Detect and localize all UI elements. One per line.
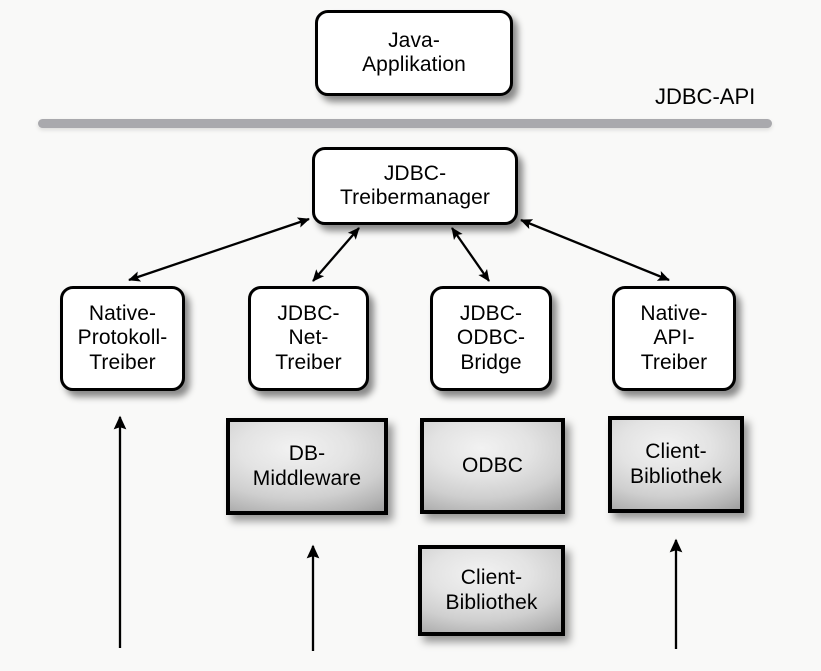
- node-native-protokoll-treiber-label: Native- Protokoll- Treiber: [77, 301, 168, 374]
- node-jdbc-odbc-bridge[interactable]: JDBC- ODBC- Bridge: [430, 286, 552, 391]
- node-jdbc-net-treiber[interactable]: JDBC- Net- Treiber: [248, 286, 369, 391]
- node-native-protokoll-treiber[interactable]: Native- Protokoll- Treiber: [60, 286, 185, 391]
- connector-manager-jdbc-odbc: [451, 227, 490, 282]
- node-jdbc-odbc-bridge-label: JDBC- ODBC- Bridge: [456, 301, 526, 374]
- node-odbc[interactable]: ODBC: [420, 418, 565, 514]
- connector-manager-native-protokoll: [128, 217, 310, 282]
- node-client-bibliothek-middle[interactable]: Client- Bibliothek: [418, 545, 565, 636]
- node-client-bibliothek-right[interactable]: Client- Bibliothek: [608, 416, 744, 513]
- jdbc-api-divider: [38, 119, 772, 128]
- node-java-applikation-label: Java- Applikation: [362, 28, 466, 76]
- node-jdbc-treibermanager[interactable]: JDBC- Treibermanager: [312, 147, 518, 225]
- node-native-api-treiber-label: Native- API- Treiber: [640, 301, 708, 374]
- node-jdbc-treibermanager-label: JDBC- Treibermanager: [339, 161, 491, 209]
- node-db-middleware-label: DB- Middleware: [252, 442, 362, 490]
- node-native-api-treiber[interactable]: Native- API- Treiber: [612, 286, 736, 391]
- node-client-bibliothek-right-label: Client- Bibliothek: [629, 440, 723, 488]
- node-jdbc-net-treiber-label: JDBC- Net- Treiber: [275, 301, 342, 374]
- jdbc-api-label: JDBC-API: [655, 84, 756, 109]
- connector-manager-jdbc-net: [312, 227, 360, 282]
- node-java-applikation[interactable]: Java- Applikation: [315, 10, 513, 96]
- node-odbc-label: ODBC: [461, 453, 524, 477]
- connector-manager-native-api: [520, 218, 670, 282]
- node-db-middleware[interactable]: DB- Middleware: [226, 418, 388, 515]
- node-client-bibliothek-middle-label: Client- Bibliothek: [445, 566, 538, 614]
